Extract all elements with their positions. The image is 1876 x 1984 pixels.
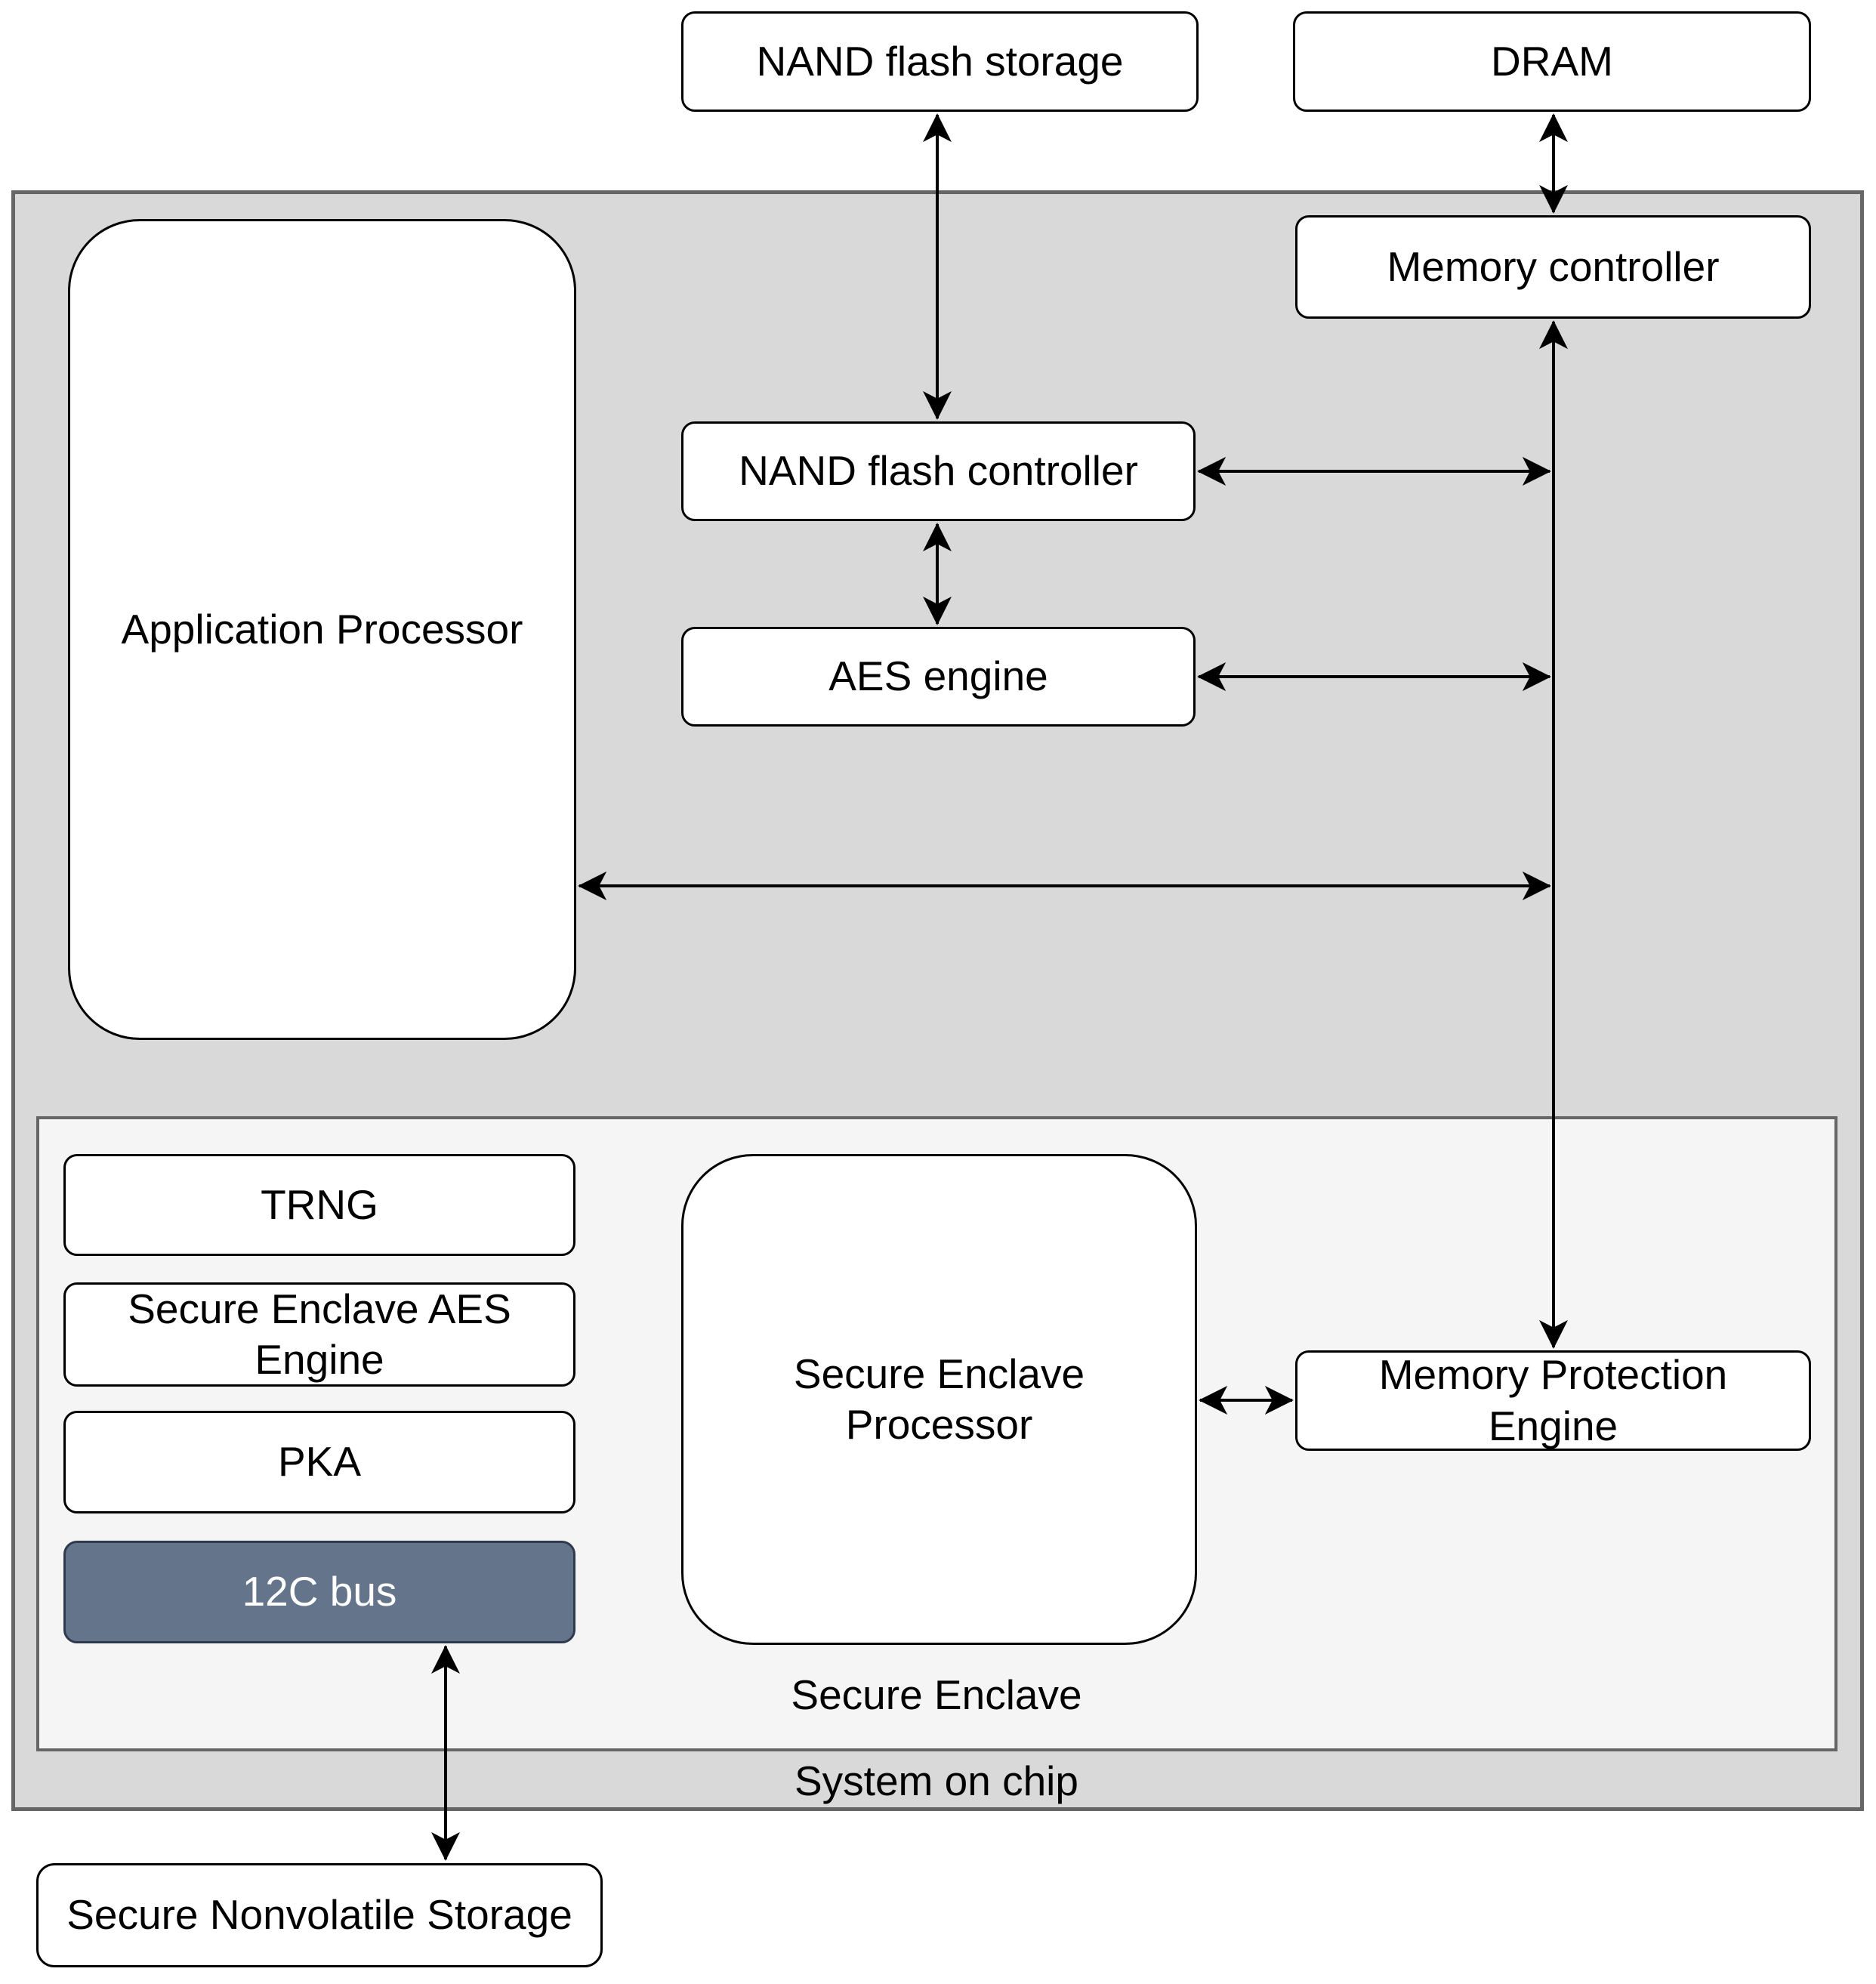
node-label: NAND flash storage xyxy=(756,37,1124,85)
node-label: PKA xyxy=(277,1438,362,1486)
node-label: 12C bus xyxy=(242,1568,397,1615)
node-label: Application Processor xyxy=(121,605,523,653)
node-label: Memory Protection Engine xyxy=(1378,1351,1728,1449)
node-12c-bus: 12C bus xyxy=(63,1541,575,1643)
node-label: TRNG xyxy=(261,1180,378,1228)
node-nand-flash-controller: NAND flash controller xyxy=(681,421,1196,521)
node-label: Secure Enclave AES Engine xyxy=(128,1285,511,1383)
node-nand-flash-storage: NAND flash storage xyxy=(681,11,1199,112)
node-application-processor: Application Processor xyxy=(68,219,576,1040)
node-label: Secure Nonvolatile Storage xyxy=(66,1891,572,1939)
node-trng: TRNG xyxy=(63,1154,575,1256)
node-label: AES engine xyxy=(828,653,1048,700)
node-memory-controller: Memory controller xyxy=(1295,215,1811,319)
node-secure-enclave-processor: Secure Enclave Processor xyxy=(681,1154,1197,1645)
node-label: Secure Enclave Processor xyxy=(793,1350,1085,1448)
system-on-chip-caption: System on chip xyxy=(794,1757,1078,1804)
node-memory-protection-engine: Memory Protection Engine xyxy=(1295,1350,1811,1451)
secure-enclave-caption: Secure Enclave xyxy=(791,1671,1082,1718)
node-secure-enclave-aes-engine: Secure Enclave AES Engine xyxy=(63,1282,575,1387)
node-label: NAND flash controller xyxy=(739,447,1138,495)
node-secure-nonvolatile-storage: Secure Nonvolatile Storage xyxy=(36,1863,603,1967)
node-label: DRAM xyxy=(1491,37,1613,85)
node-label: Memory controller xyxy=(1387,242,1720,290)
node-aes-engine: AES engine xyxy=(681,627,1196,727)
node-dram: DRAM xyxy=(1293,11,1811,112)
node-pka: PKA xyxy=(63,1411,575,1513)
